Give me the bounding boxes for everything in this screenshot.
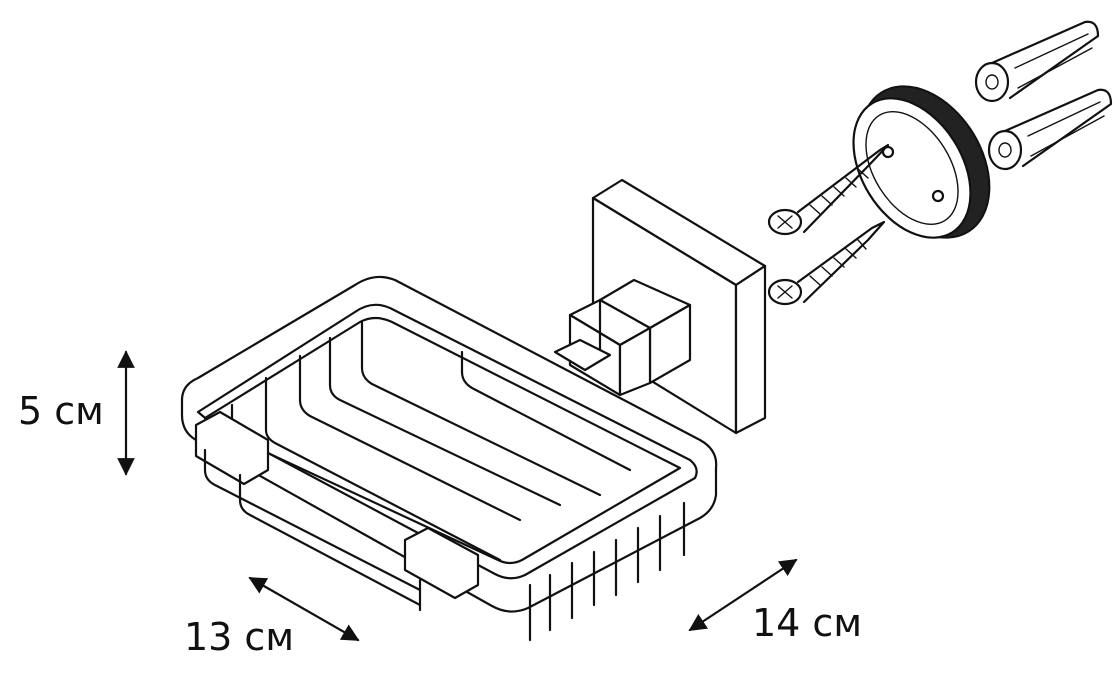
depth-arrow [688,558,798,632]
mounting-cap-icon [852,85,991,239]
basket [180,275,718,642]
depth-dimension-label: 14 см [752,601,862,645]
wall-anchor-icon [987,88,1113,171]
screw-icon [767,143,890,236]
wall-anchor-icon [974,20,1100,103]
height-dimension-label: 5 см [18,389,104,433]
screw-icon [767,220,886,306]
dimension-arrows [117,350,798,642]
connector-block [553,278,692,397]
width-dimension-label: 13 см [184,615,294,659]
width-arrow [248,576,360,642]
